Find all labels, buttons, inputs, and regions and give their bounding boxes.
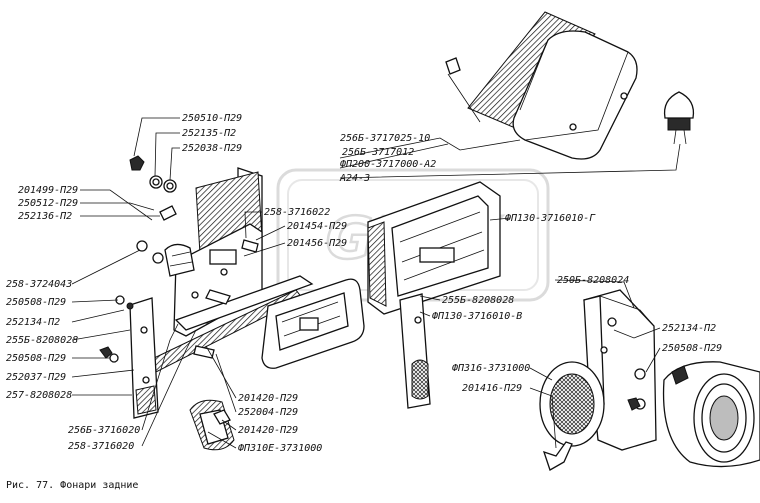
label-256B-3716020: 256Б-3716020 <box>68 425 140 436</box>
fp200-housing <box>512 30 638 160</box>
part-labels: 250510-П29 252135-П2 252038-П29 201499-П… <box>6 113 722 454</box>
label-fp130-3716010-v: ФП130-3716010-В <box>432 311 522 322</box>
label-258-3716020: 258-3716020 <box>68 441 134 452</box>
label-256B-3717012: 256Б-3717012 <box>342 147 414 158</box>
label-255B-8208028-b: 255Б-8208028 <box>442 295 514 306</box>
label-252136: 252136-П2 <box>18 211 72 222</box>
fog-lamp-icon <box>662 361 760 468</box>
label-fp200-3717000-a2: ФП200-3717000-А2 <box>340 159 436 170</box>
label-201420-b: 201420-П29 <box>238 425 298 436</box>
label-201420-a: 201420-П29 <box>238 393 298 404</box>
label-fp316-3731000: ФП316-3731000 <box>452 363 530 374</box>
label-250508-a: 250508-П29 <box>6 297 66 308</box>
left-bracket-assembly <box>99 155 314 419</box>
label-258-3724043: 258-3724043 <box>6 279 72 290</box>
label-250512: 250512-П29 <box>18 198 78 209</box>
label-252004: 252004-П29 <box>238 407 298 418</box>
label-fp310e-3731000: ФП310Е-3731000 <box>238 443 322 454</box>
fp130-lamp-upper <box>367 181 501 409</box>
label-201499: 201499-П29 <box>18 185 78 196</box>
label-250508-c: 250508-П29 <box>662 343 722 354</box>
label-250B-8208024: 250Б-8208024 <box>557 275 629 286</box>
fp130-lamp-lower <box>261 278 365 369</box>
fp310e-lamp <box>189 399 235 451</box>
label-252134-a: 252134-П2 <box>6 317 60 328</box>
label-252038: 252038-П29 <box>182 143 242 154</box>
label-258-3716022: 258-3716022 <box>264 207 330 218</box>
bulb-a24-icon <box>663 91 695 145</box>
label-257-8208028: 257-8208028 <box>6 390 72 401</box>
label-fp130-3716010-g: ФП130-3716010-Г <box>505 213 596 224</box>
figure-caption: Рис. 77. Фонари задние <box>6 480 138 491</box>
label-201454: 201454-П29 <box>287 221 347 232</box>
label-201456: 201456-П29 <box>287 238 347 249</box>
fog-lamp-assembly <box>539 289 760 471</box>
label-a24-3: А24-3 <box>339 173 370 184</box>
label-252135: 252135-П2 <box>182 128 236 139</box>
label-201416: 201416-П29 <box>462 383 522 394</box>
label-256B-3717025-10: 256Б-3717025-10 <box>340 133 430 144</box>
leader-lines <box>71 117 681 449</box>
fp200-rear-lamp <box>445 11 695 160</box>
label-252134-b: 252134-П2 <box>662 323 716 334</box>
label-255B-8208028: 255Б-8208028 <box>6 335 78 346</box>
label-250510: 250510-П29 <box>182 113 242 124</box>
label-250508-b: 250508-П29 <box>6 353 66 364</box>
label-252037: 252037-П29 <box>6 372 66 383</box>
